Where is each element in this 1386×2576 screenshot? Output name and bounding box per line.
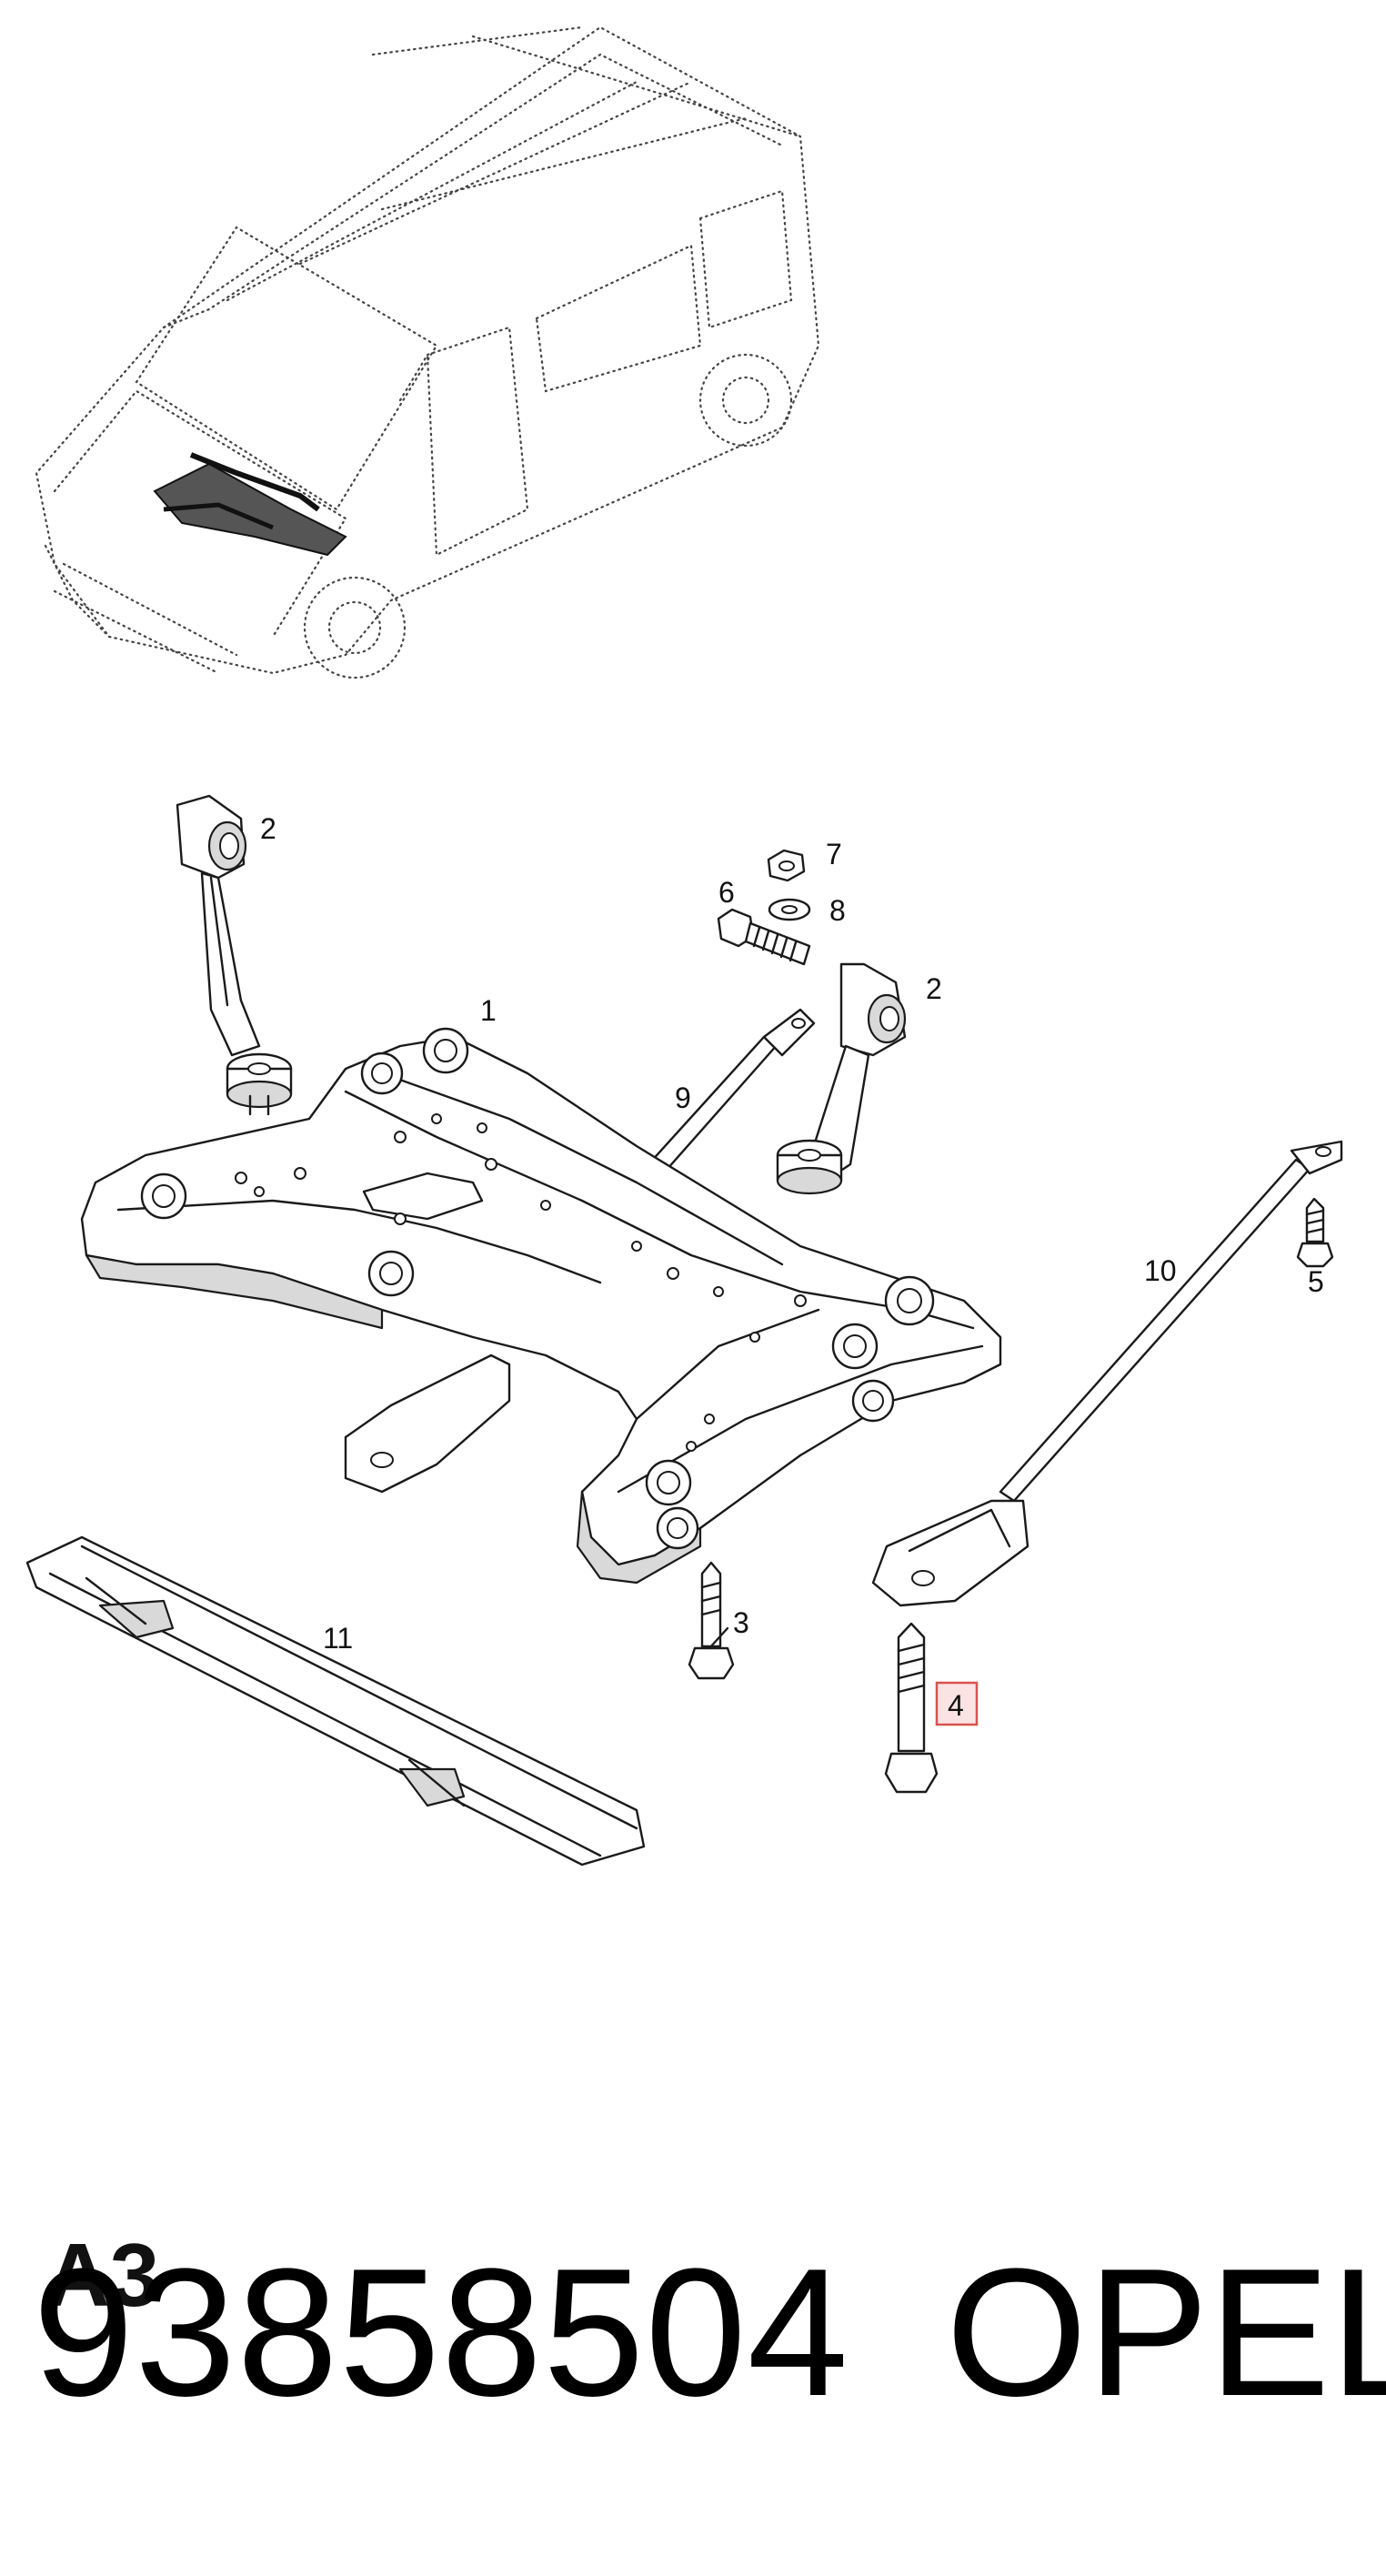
- callout-1[interactable]: 1: [480, 994, 497, 1027]
- callout-5[interactable]: 5: [1308, 1265, 1324, 1298]
- callout-3[interactable]: 3: [733, 1606, 749, 1639]
- subframe-bushings: [140, 1027, 935, 1550]
- washer-8: [768, 898, 811, 921]
- callout-10[interactable]: 10: [1144, 1254, 1177, 1287]
- callout-2-left[interactable]: 2: [260, 812, 276, 845]
- callout-4[interactable]: 4: [948, 1689, 964, 1722]
- part-number: 93858504: [33, 2231, 849, 2434]
- callout-2-right[interactable]: 2: [926, 972, 942, 1005]
- callout-4-highlight[interactable]: 4: [935, 1681, 979, 1726]
- bolt-3: [688, 1561, 735, 1680]
- bolt-4: [884, 1622, 939, 1794]
- callout-7[interactable]: 7: [826, 838, 842, 870]
- front-subframe-1: [80, 1027, 1002, 1585]
- subframe-holes: [235, 1113, 807, 1452]
- engine-mount-right: [776, 962, 907, 1195]
- nut-7: [767, 849, 806, 882]
- screw-5: [1296, 1197, 1334, 1268]
- callout-6[interactable]: 6: [718, 876, 735, 909]
- brand-name: OPEL: [946, 2231, 1386, 2434]
- underbody-shield-11: [25, 1535, 646, 1867]
- callout-8[interactable]: 8: [829, 894, 846, 927]
- callout-11[interactable]: 11: [323, 1622, 353, 1655]
- van-locator-illustration: [35, 25, 820, 679]
- page-code: A3: [45, 2225, 160, 2325]
- callout-leaders: [708, 1626, 729, 1650]
- bolt-6: [717, 908, 811, 966]
- tie-rod-10: [871, 1140, 1343, 1607]
- engine-mount-left: [176, 794, 293, 1116]
- callout-9[interactable]: 9: [675, 1082, 691, 1114]
